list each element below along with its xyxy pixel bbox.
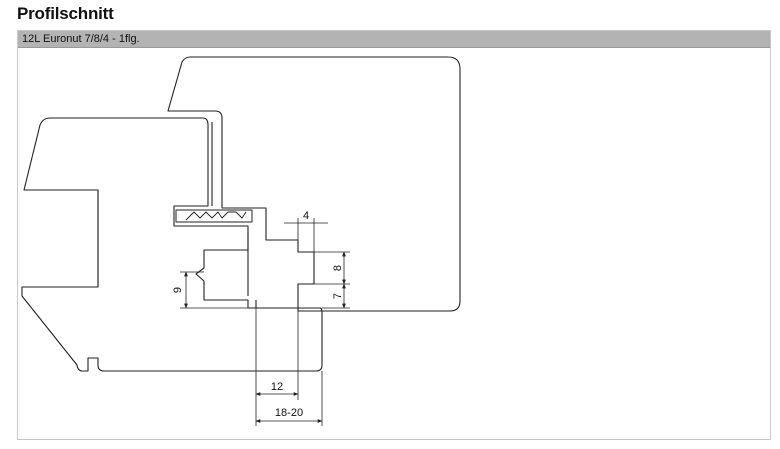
seal-fins [185, 211, 247, 221]
door-leaf-outline [167, 56, 461, 312]
dim-label-width-range: 18-20 [275, 407, 303, 419]
page-title: Profilschnitt [17, 4, 114, 23]
profile-panel: 12L Euronut 7/8/4 - 1flg. [17, 30, 771, 440]
panel-header-label: 12L Euronut 7/8/4 - 1flg. [22, 33, 140, 45]
dim-label-rebate-depth: 8 [332, 265, 344, 271]
dim-label-lower-offset: 7 [332, 293, 344, 299]
panel-header: 12L Euronut 7/8/4 - 1flg. [18, 31, 770, 48]
frame-outline [21, 117, 323, 372]
dim-label-width-small: 12 [271, 381, 283, 393]
seal-profile [175, 209, 253, 223]
frame-step-line [247, 232, 257, 308]
dim-label-seal-offset: 4 [303, 210, 309, 222]
dim-label-step-height: 9 [172, 287, 184, 293]
